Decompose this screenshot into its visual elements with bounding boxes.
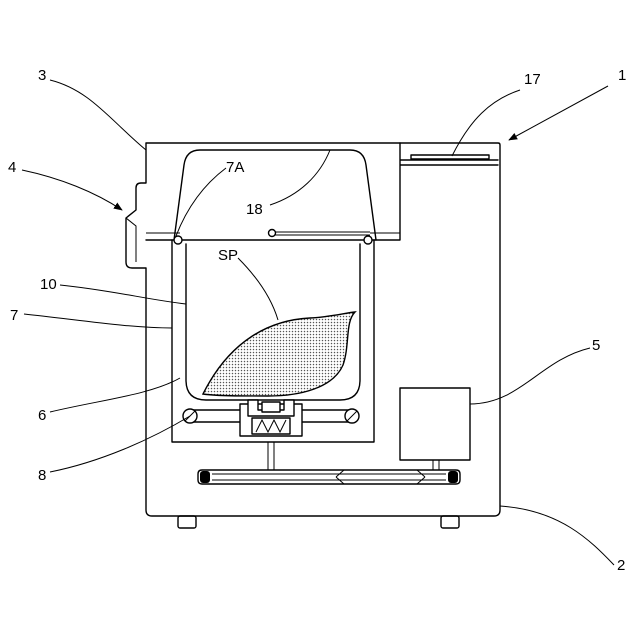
leader-6 xyxy=(50,378,180,412)
label-17: 17 xyxy=(524,71,541,88)
leader-7A xyxy=(176,168,226,236)
label-5: 5 xyxy=(592,337,600,354)
foot-right xyxy=(441,516,459,528)
leader-3 xyxy=(50,80,146,150)
motor-shaft xyxy=(433,460,439,470)
lid-edge xyxy=(126,218,136,262)
leader-10 xyxy=(60,285,186,304)
label-8: 8 xyxy=(38,467,46,484)
leader-2 xyxy=(500,506,614,565)
leader-17 xyxy=(452,90,520,156)
label-7: 7 xyxy=(10,307,18,324)
lower-bar-inner xyxy=(212,470,446,484)
sample-leaf xyxy=(203,312,355,396)
lid-cover xyxy=(174,150,376,240)
leader-4 xyxy=(22,170,122,210)
flange-roller-right xyxy=(364,236,372,244)
label-SP: SP xyxy=(218,247,238,264)
label-7A: 7A xyxy=(226,159,244,176)
flange-roller-left xyxy=(174,236,182,244)
label-2: 2 xyxy=(617,557,625,574)
leader-8 xyxy=(50,416,190,472)
label-1: 1 xyxy=(618,67,626,84)
hinge-pin xyxy=(269,230,276,237)
leader-5 xyxy=(470,348,590,404)
slot xyxy=(411,155,489,159)
label-18: 18 xyxy=(246,201,263,218)
label-3: 3 xyxy=(38,67,46,84)
lower-bar-end-left xyxy=(200,471,210,483)
label-4: 4 xyxy=(8,159,16,176)
foot-left xyxy=(178,516,196,528)
motor-box xyxy=(400,388,470,460)
hinge-arm xyxy=(270,232,370,235)
lower-bar xyxy=(198,470,460,484)
leader-1 xyxy=(509,86,608,140)
lower-bar-end-right xyxy=(448,471,458,483)
coupling-top-piece xyxy=(262,402,280,412)
central-shaft xyxy=(268,442,274,470)
leader-18 xyxy=(270,150,330,205)
leader-7 xyxy=(24,314,172,328)
label-10: 10 xyxy=(40,276,57,293)
label-6: 6 xyxy=(38,407,46,424)
leader-SP xyxy=(238,258,278,320)
